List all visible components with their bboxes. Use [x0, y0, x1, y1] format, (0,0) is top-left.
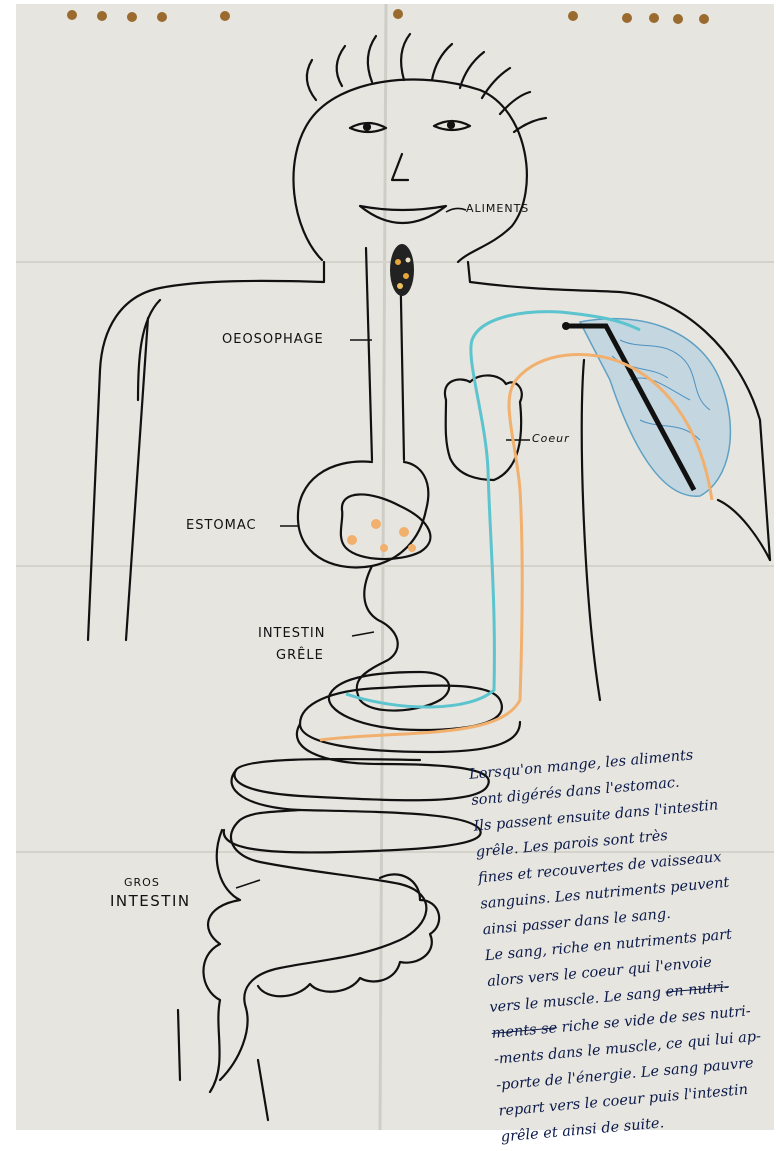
label-coeur: Coeur: [532, 432, 570, 445]
label-intestin-grele-1: INTESTIN: [258, 626, 325, 641]
food-bolus: [390, 244, 414, 296]
label-estomac: ESTOMAC: [186, 518, 257, 533]
label-gros-intestin-2: INTESTIN: [110, 892, 191, 910]
handwritten-explanation: Lorsqu'on mange, les aliments sont digér…: [468, 736, 776, 1151]
struck-text: ments se: [491, 1020, 558, 1042]
label-gros-intestin-1: GROS: [124, 876, 160, 889]
label-aliments: ALIMENTS: [466, 202, 529, 215]
label-intestin-grele-2: GRÊLE: [276, 648, 324, 663]
struck-text: en nutri-: [665, 979, 730, 1000]
label-oesophage: OEOSOPHAGE: [222, 332, 324, 347]
